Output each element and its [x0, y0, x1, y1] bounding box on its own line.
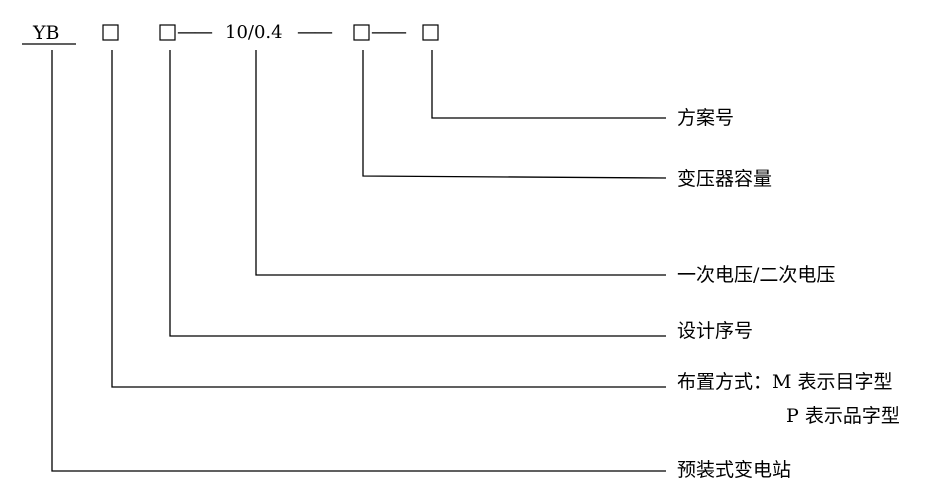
code-dash-3: ——: [371, 21, 407, 43]
slot-box-design-no: [159, 24, 176, 41]
code-prefix: YB: [33, 22, 60, 44]
label-layout-mode-m: 布置方式：M 表示目字型: [677, 371, 893, 393]
leader-layout: [111, 50, 666, 388]
label-voltage: 一次电压/二次电压: [677, 264, 836, 286]
label-design-no: 设计序号: [677, 320, 754, 342]
leader-substation: [51, 50, 666, 472]
label-scheme-no: 方案号: [677, 107, 735, 129]
label-layout-mode-p: P 表示品字型: [786, 405, 900, 427]
code-voltage: 10/0.4: [225, 22, 283, 43]
leader-scheme-no: [431, 50, 666, 119]
code-dash-2: ——: [297, 21, 333, 43]
leader-voltage: [255, 50, 666, 276]
leader-design-no: [169, 50, 666, 337]
slot-box-layout: [102, 24, 119, 41]
code-dash-1: ——: [177, 21, 213, 43]
leader-capacity: [362, 50, 667, 179]
label-transformer-capacity: 变压器容量: [677, 168, 773, 190]
slot-box-scheme: [422, 24, 439, 41]
slot-box-capacity: [353, 24, 370, 41]
label-substation: 预装式变电站: [677, 459, 792, 481]
